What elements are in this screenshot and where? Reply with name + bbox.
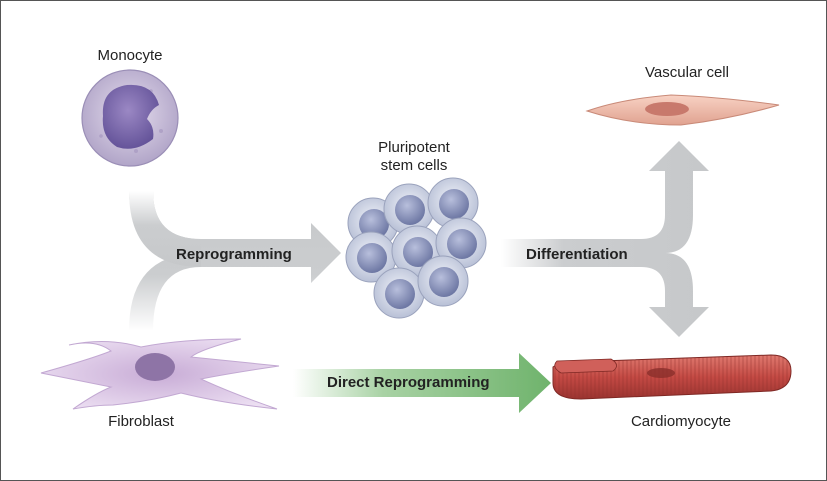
cardiomyocyte-cell <box>552 354 792 400</box>
differentiation-label: Differentiation <box>526 246 628 263</box>
pluripotent-line2: stem cells <box>380 157 448 174</box>
stem-cell <box>373 267 425 319</box>
stem-cell <box>345 231 397 283</box>
reprogramming-arrow <box>129 191 341 331</box>
fibroblast-label: Fibroblast <box>108 413 174 430</box>
direct-reprogramming-label: Direct Reprogramming <box>327 374 490 391</box>
cardiomyocyte-label: Cardiomyocyte <box>630 413 732 430</box>
monocyte-label: Monocyte <box>97 47 163 64</box>
stem-cell <box>435 217 487 269</box>
pluripotent-line1: Pluripotent <box>378 139 450 156</box>
stem-cell-cluster <box>345 177 487 319</box>
vascular-label: Vascular cell <box>645 64 729 81</box>
stem-cell <box>417 255 469 307</box>
reprogramming-label: Reprogramming <box>176 246 292 263</box>
differentiation-arrow <box>501 141 709 337</box>
stem-cell <box>427 177 479 229</box>
stem-cell <box>383 183 435 235</box>
pluripotent-label: Pluripotent stem cells <box>378 139 450 175</box>
vascular-cell <box>585 94 780 126</box>
fibroblast-cell <box>40 338 280 410</box>
monocyte-cell <box>81 69 179 167</box>
direct-reprogramming-arrow <box>293 353 551 413</box>
